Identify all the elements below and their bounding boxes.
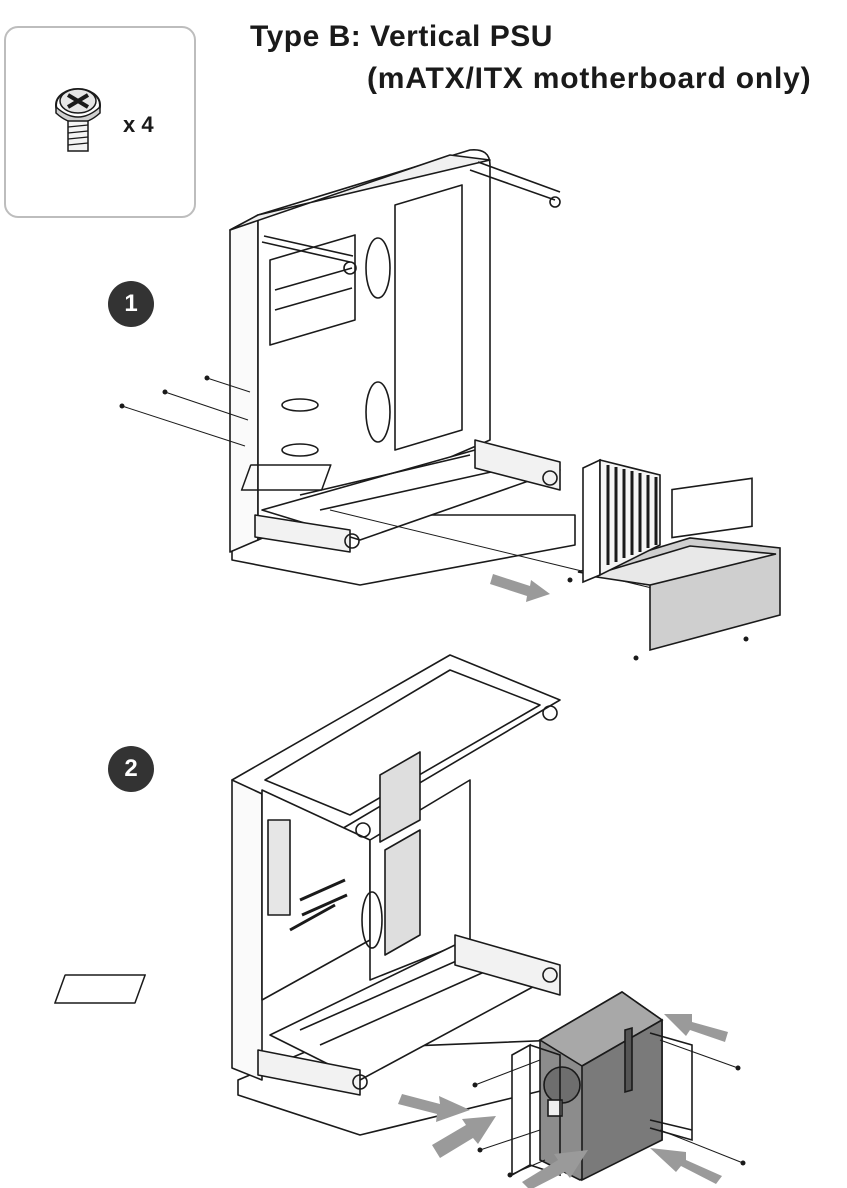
step-2-illustration xyxy=(0,0,847,1188)
